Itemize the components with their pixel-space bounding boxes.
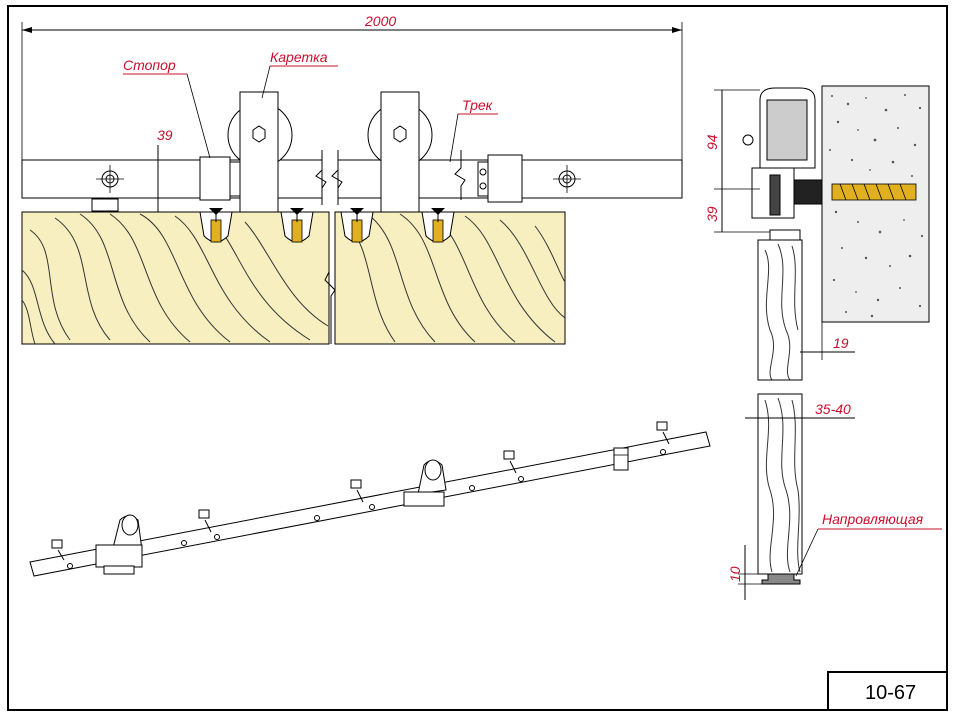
dim-guide-height: 10 [727, 566, 743, 582]
stopper-left [91, 156, 241, 212]
label-stopper: Стопор [123, 57, 176, 73]
track-bolt-right [553, 165, 581, 193]
title-block [827, 671, 948, 711]
dim-track-height: 39 [157, 127, 173, 143]
iso-bolts [51, 421, 670, 561]
iso-carriage-2 [403, 459, 447, 507]
dim-carriage-height: 94 [704, 134, 720, 150]
carriage-right [367, 91, 433, 213]
carriage-left [227, 91, 293, 213]
bracket-1 [199, 208, 233, 243]
label-guide: Напровляющая [822, 511, 924, 527]
isometric-view [29, 421, 711, 577]
dim-wall-gap: 19 [833, 335, 849, 351]
dim-door-thickness: 35-40 [815, 401, 851, 417]
door-panel-left [21, 211, 330, 345]
stopper-right [477, 154, 523, 203]
dim-mount-height: 39 [704, 206, 720, 222]
drawing-code: 10-67 [865, 682, 916, 704]
side-view: 94 39 19 35-40 Напровляющая 10 [704, 85, 942, 600]
bracket-4 [421, 208, 455, 243]
concrete-wall [821, 85, 930, 323]
wall-anchor [831, 183, 917, 201]
label-carriage: Каретка [270, 49, 328, 65]
iso-stopper [613, 447, 629, 471]
iso-track [29, 431, 711, 577]
carriage-side [742, 87, 816, 219]
door-side [757, 229, 803, 585]
track-bolt-left [96, 165, 124, 193]
iso-carriage-1 [95, 514, 143, 575]
floor-guide [761, 573, 801, 585]
front-view: 2000 39 [21, 13, 683, 345]
dim-length: 2000 [364, 13, 396, 29]
sheet-border [7, 5, 948, 711]
label-track: Трек [462, 97, 494, 113]
bracket-3 [340, 208, 374, 243]
bracket-2 [280, 208, 314, 243]
